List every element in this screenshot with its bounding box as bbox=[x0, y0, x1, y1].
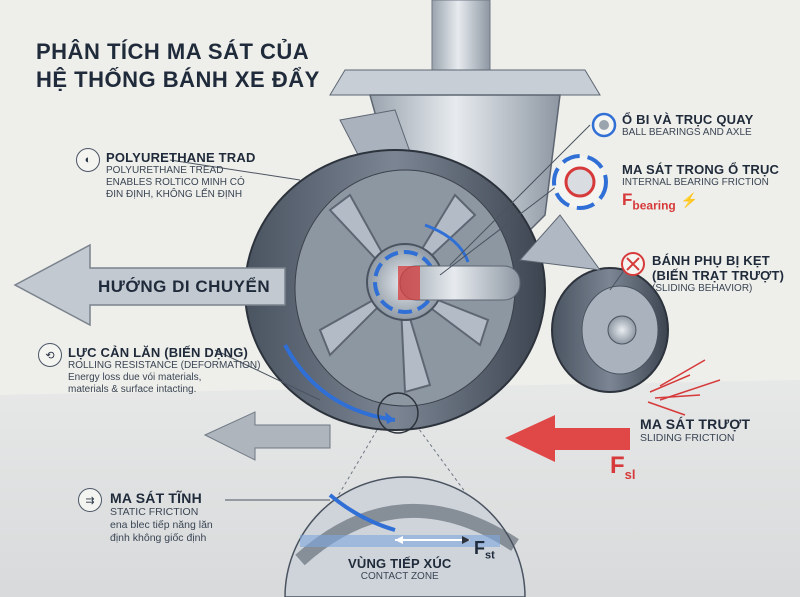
tread-sub3: ĐIN ĐỊNH, KHÔNG LẾN ĐỊNH bbox=[106, 189, 256, 201]
internal-sub1: INTERNAL BEARING FRICTION bbox=[622, 177, 779, 189]
contact-sub1: CONTACT ZONE bbox=[348, 571, 452, 583]
page-title: PHÂN TÍCH MA SÁT CỦA HỆ THỐNG BÁNH XE ĐẨ… bbox=[36, 38, 320, 94]
static-sub2: ena blec tiếp năng lăn bbox=[110, 519, 213, 532]
rolling-sub1: ROLLING RESISTANCE (DEFORMATION) bbox=[68, 360, 260, 372]
sliding-heading: MA SÁT TRƯỢT bbox=[640, 416, 750, 432]
stuck-heading2: (BIẾN TRẠT TRƯỢT) bbox=[652, 268, 784, 283]
rolling-sub3: materials & surface intacting. bbox=[68, 384, 260, 396]
force-sliding: Fsl bbox=[610, 452, 636, 482]
contact-heading: VÙNG TIẾP XÚC bbox=[348, 556, 452, 571]
label-static: MA SÁT TĨNH STATIC FRICTION ena blec tiế… bbox=[110, 490, 213, 545]
bearings-heading: Ổ BI VÀ TRỤC QUAY bbox=[622, 112, 754, 127]
tread-icon: ◐ bbox=[76, 148, 100, 172]
label-stuck: BÁNH PHỤ BỊ KẸT (BIẾN TRẠT TRƯỢT) (SLIDI… bbox=[652, 253, 784, 295]
static-sub1: STATIC FRICTION bbox=[110, 506, 213, 519]
top-plate bbox=[330, 70, 600, 95]
label-bearings: Ổ BI VÀ TRỤC QUAY BALL BEARINGS AND AXLE bbox=[622, 112, 754, 139]
label-internal: MA SÁT TRONG Ổ TRỤC INTERNAL BEARING FRI… bbox=[622, 162, 779, 189]
static-sub3: định không giốc định bbox=[110, 532, 213, 545]
title-line-1: PHÂN TÍCH MA SÁT CỦA bbox=[36, 38, 320, 66]
static-icon: ⇉ bbox=[78, 488, 102, 512]
label-rolling: LỰC CẢN LĂN (BIẾN DẠNG) ROLLING RESISTAN… bbox=[68, 345, 260, 396]
internal-heading: MA SÁT TRONG Ổ TRỤC bbox=[622, 162, 779, 177]
sliding-sub1: SLIDING FRICTION bbox=[640, 432, 750, 445]
stuck-heading1: BÁNH PHỤ BỊ KẸT bbox=[652, 253, 784, 268]
bearings-sub1: BALL BEARINGS AND AXLE bbox=[622, 127, 754, 139]
tread-sub2: ENABLES ROLTICO MINH CÓ bbox=[106, 177, 256, 189]
force-static: Fst bbox=[474, 538, 495, 562]
rolling-sub2: Energy loss due vói materials, bbox=[68, 372, 260, 384]
caster-post bbox=[432, 0, 490, 70]
force-bearing: Fbearing ⚡ bbox=[622, 190, 698, 212]
rolling-heading: LỰC CẢN LĂN (BIẾN DẠNG) bbox=[68, 345, 260, 360]
direction-label: HƯỚNG DI CHUYỂN bbox=[98, 277, 270, 297]
label-sliding: MA SÁT TRƯỢT SLIDING FRICTION bbox=[640, 416, 750, 445]
tread-sub1: POLYURETHANE TREAD bbox=[106, 165, 256, 177]
label-tread: POLYURETHANE TRAD POLYURETHANE TREAD ENA… bbox=[106, 150, 256, 201]
tread-heading: POLYURETHANE TRAD bbox=[106, 150, 256, 165]
stuck-sub1: (SLIDING BEHAVIOR) bbox=[652, 283, 784, 295]
rolling-icon: ⟲ bbox=[38, 343, 62, 367]
title-line-2: HỆ THỐNG BÁNH XE ĐẨY bbox=[36, 66, 320, 94]
label-contact: VÙNG TIẾP XÚC CONTACT ZONE bbox=[348, 556, 452, 583]
static-heading: MA SÁT TĨNH bbox=[110, 490, 213, 506]
